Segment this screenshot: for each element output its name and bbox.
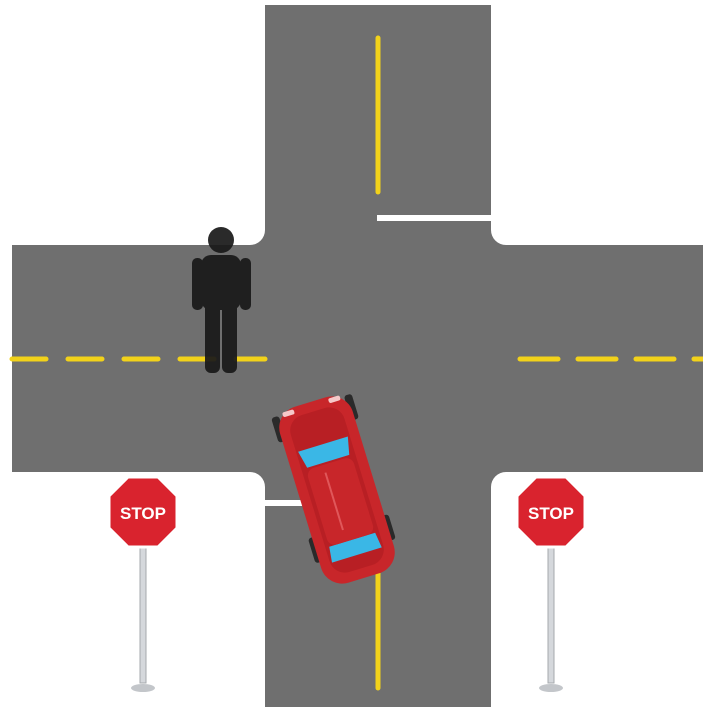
right-sign-text: STOP [528, 504, 574, 523]
stop-line-north [377, 215, 491, 221]
left-sign-text: STOP [120, 504, 166, 523]
left-sign-base [131, 684, 155, 692]
stop-line-south [265, 500, 305, 506]
left-sign-pole [140, 545, 146, 683]
right-sign-pole [548, 545, 554, 683]
right-sign-base [539, 684, 563, 692]
